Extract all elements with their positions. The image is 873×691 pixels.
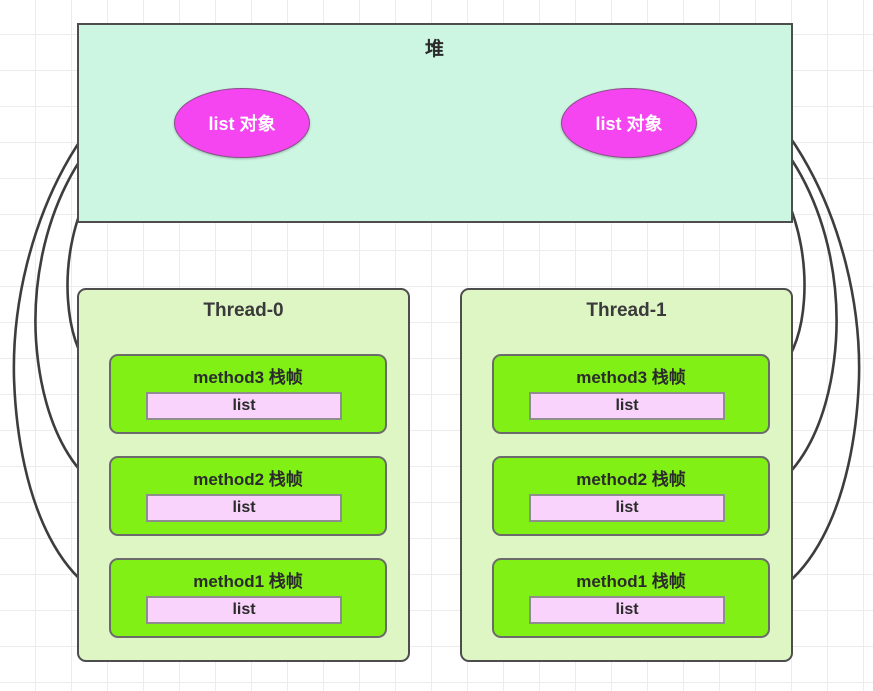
heap-object-left[interactable]: list 对象: [174, 88, 310, 158]
thread-1-frame-method3-title: method3 栈帧: [576, 368, 686, 387]
thread-1-frame-method3-var-list[interactable]: list: [529, 392, 725, 420]
heap-object-left-label: list 对象: [208, 114, 276, 134]
thread-1-frame-method2-title: method2 栈帧: [576, 470, 686, 489]
thread-1-frame-method1: method1 栈帧 list: [492, 558, 770, 638]
heap-object-right-label: list 对象: [595, 114, 663, 134]
heap-title: 堆: [424, 39, 445, 60]
heap-object-right[interactable]: list 对象: [561, 88, 697, 158]
thread-1-frame-method3: method3 栈帧 list: [492, 354, 770, 434]
thread-0-frame-method2-var-list[interactable]: list: [146, 494, 342, 522]
thread-1-frame-method2: method2 栈帧 list: [492, 456, 770, 536]
thread-1-frame-method1-title: method1 栈帧: [576, 572, 686, 591]
thread-0-frame-method3-var-list[interactable]: list: [146, 392, 342, 420]
thread-1-stack: Thread-1 method3 栈帧 list method2 栈帧 list…: [460, 288, 793, 662]
thread-0-frame-method3: method3 栈帧 list: [109, 354, 387, 434]
thread-0-frame-method1-var-list[interactable]: list: [146, 596, 342, 624]
thread-1-frame-method2-var-list[interactable]: list: [529, 494, 725, 522]
thread-0-frame-method2: method2 栈帧 list: [109, 456, 387, 536]
thread-1-frame-method1-var-list[interactable]: list: [529, 596, 725, 624]
thread-0-frame-method1-title: method1 栈帧: [193, 572, 303, 591]
thread-0-stack: Thread-0 method3 栈帧 list method2 栈帧 list…: [77, 288, 410, 662]
thread-0-title: Thread-0: [203, 300, 284, 321]
thread-0-frame-method3-title: method3 栈帧: [193, 368, 303, 387]
thread-0-frame-method1: method1 栈帧 list: [109, 558, 387, 638]
thread-0-frame-method2-title: method2 栈帧: [193, 470, 303, 489]
thread-1-title: Thread-1: [586, 300, 667, 321]
